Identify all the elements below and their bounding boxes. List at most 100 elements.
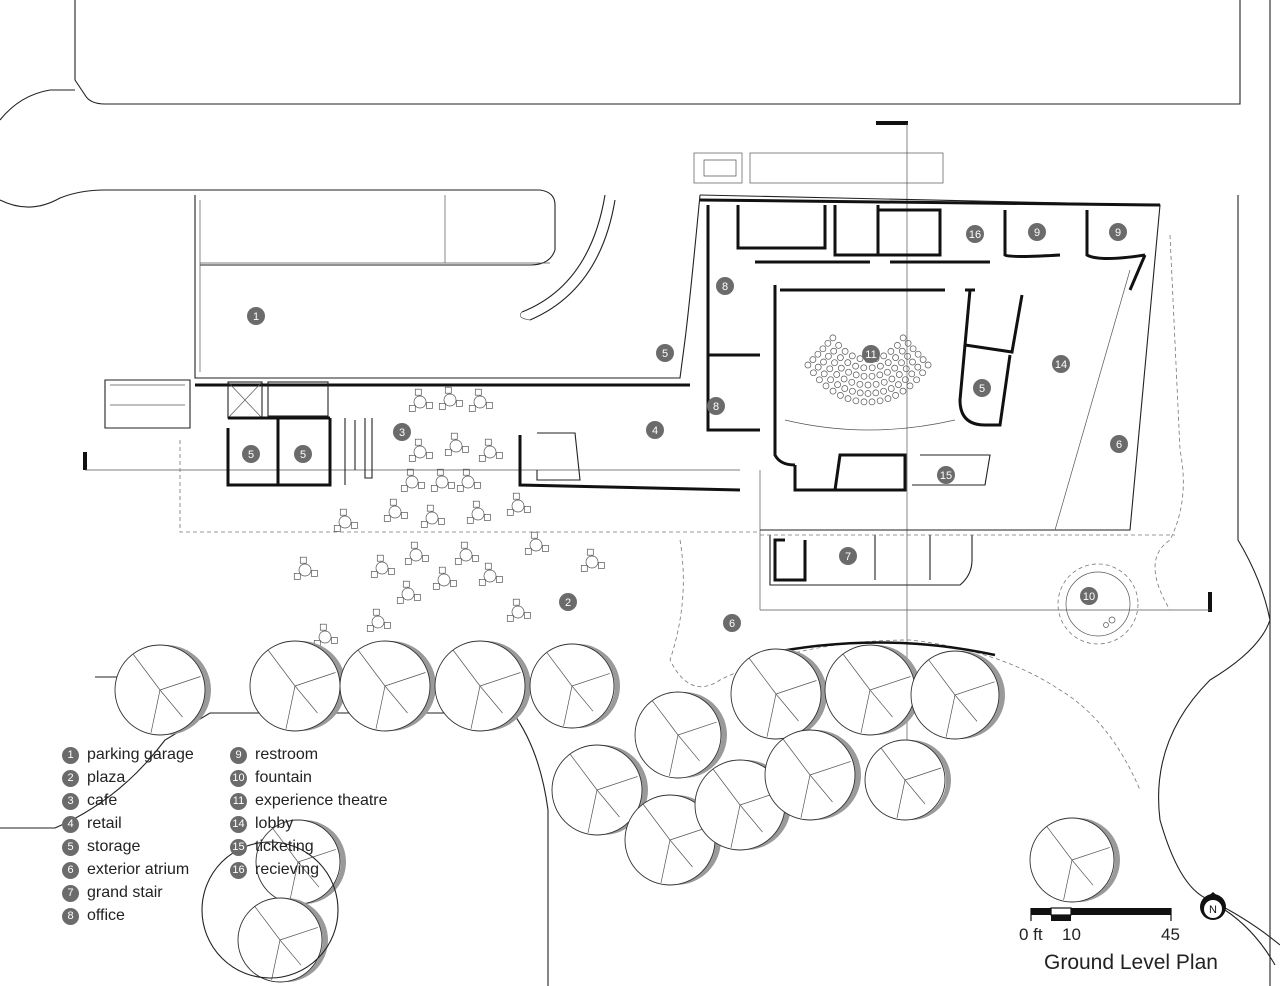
theatre-seat xyxy=(860,364,868,372)
legend-label: fountain xyxy=(255,769,312,786)
legend-number: 1 xyxy=(62,746,79,764)
theatre-seat xyxy=(822,382,830,390)
svg-text:5: 5 xyxy=(248,449,254,461)
svg-text:5: 5 xyxy=(979,383,985,395)
legend-item: 16 recieving xyxy=(230,859,319,881)
legend-number: 10 xyxy=(230,769,247,787)
room-tag: 5 xyxy=(656,344,674,362)
room-tag: 3 xyxy=(393,423,411,441)
legend-number: 3 xyxy=(62,792,79,810)
legend-number: 14 xyxy=(230,815,247,833)
legend-label: grand stair xyxy=(87,884,163,901)
cafe-table xyxy=(580,548,605,572)
parking-garage xyxy=(194,194,701,379)
room-tag: 5 xyxy=(242,445,260,463)
legend-item: 5 storage xyxy=(62,836,140,858)
theatre-seat xyxy=(902,376,909,384)
theatre-seat xyxy=(880,387,887,395)
room-tag: 15 xyxy=(937,466,955,484)
theatre-seat xyxy=(887,348,895,355)
theatre-seat xyxy=(864,390,872,397)
legend-number: 15 xyxy=(230,838,247,856)
room-tag: 16 xyxy=(966,225,984,243)
svg-text:1: 1 xyxy=(253,311,259,323)
theatre-seat xyxy=(830,347,838,355)
room-tag: 10 xyxy=(1080,587,1098,605)
cafe-tables xyxy=(293,386,605,647)
cafe-table xyxy=(408,388,433,412)
theatre-seat xyxy=(824,339,832,347)
cafe-table xyxy=(444,432,469,456)
theatre-seat xyxy=(809,356,817,363)
room-tag: 5 xyxy=(973,379,991,397)
tree xyxy=(764,729,861,821)
svg-text:5: 5 xyxy=(300,449,306,461)
atrium-outline xyxy=(669,234,1184,791)
legend-label: storage xyxy=(87,838,141,855)
room-tag: 11 xyxy=(862,345,880,363)
theatre-seat xyxy=(849,387,856,395)
theatre-seat xyxy=(826,365,834,373)
tree xyxy=(864,739,951,821)
cafe-table xyxy=(366,608,391,632)
theatre-seat xyxy=(892,392,899,399)
legend-label: recieving xyxy=(255,861,320,878)
theatre-seat xyxy=(819,345,827,353)
theatre-seat xyxy=(895,371,903,378)
theatre-seat xyxy=(904,352,911,360)
theatre-seat xyxy=(816,376,823,384)
tree xyxy=(634,691,727,779)
retail-block xyxy=(104,379,1175,536)
plan-title: Ground Level Plan xyxy=(1044,951,1218,974)
theatre-seat xyxy=(919,356,927,363)
theatre-seat xyxy=(820,358,827,366)
legend-number: 7 xyxy=(62,884,79,902)
legend-number: 5 xyxy=(62,838,79,856)
theatre-seat xyxy=(825,352,832,360)
theatre-seat xyxy=(844,359,852,366)
theatre-seat xyxy=(887,385,895,392)
theatre-seat xyxy=(810,369,817,377)
theatre-seat xyxy=(902,365,910,373)
svg-text:6: 6 xyxy=(1116,439,1122,451)
room-tag: 8 xyxy=(707,397,725,415)
tree xyxy=(255,819,346,905)
legend-number: 4 xyxy=(62,815,79,833)
theatre-seat xyxy=(899,387,907,395)
cafe-table xyxy=(396,580,421,604)
cafe-table xyxy=(370,554,395,578)
room-tag: 9 xyxy=(1028,223,1046,241)
cafe-table xyxy=(506,598,531,622)
theatre-seat xyxy=(835,342,842,349)
theatre-seat xyxy=(880,352,888,360)
cafe-table xyxy=(430,468,455,492)
svg-text:9: 9 xyxy=(1034,227,1040,239)
theatre-seat xyxy=(844,395,852,402)
theatre-seat xyxy=(880,378,888,386)
legend-label: experience theatre xyxy=(255,792,388,809)
room-tag: 4 xyxy=(646,421,664,439)
legend-item: 10 fountain xyxy=(230,767,312,789)
theatre-seat xyxy=(829,387,837,395)
theatre-seat xyxy=(837,354,844,361)
cafe-table xyxy=(432,566,457,590)
tree xyxy=(910,650,1005,740)
legend-number: 6 xyxy=(62,861,79,879)
legend-number: 16 xyxy=(230,861,247,879)
theatre-seat xyxy=(914,350,922,358)
theatre-seat xyxy=(868,372,876,380)
theatre-seat xyxy=(876,371,884,379)
theatre-seat xyxy=(914,363,922,371)
theatre-seat xyxy=(852,362,859,370)
theatre-seat xyxy=(919,369,926,377)
theatre-seat xyxy=(891,364,899,372)
cafe-table xyxy=(478,438,503,462)
theatre-seat xyxy=(834,381,841,388)
theatre-seat xyxy=(841,348,849,355)
theatre-seat xyxy=(860,372,868,380)
